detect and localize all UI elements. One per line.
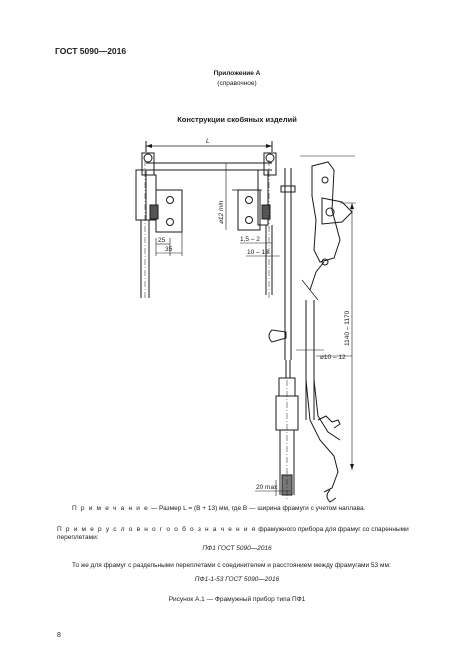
dimension-d12min: ⌀12 min xyxy=(218,163,227,230)
vertical-rod xyxy=(268,155,355,360)
dimension-35: 35 xyxy=(165,246,173,253)
dimension-d10-12: ⌀10 – 12 xyxy=(296,349,352,361)
dimension-d12min-label: ⌀12 min xyxy=(218,200,225,224)
designation-paired: ПФ1 ГОСТ 5090—2016 xyxy=(202,545,272,552)
dimension-25: 25 xyxy=(158,237,166,244)
appendix-subtitle: (справочное) xyxy=(217,80,257,87)
lower-latch-hook xyxy=(305,360,341,503)
designation-example: П р и м е р у с л о в н о г о о б о з н … xyxy=(57,526,432,542)
dimension-l: L xyxy=(145,138,273,152)
dimension-1140-1170: 1140 – 1170 xyxy=(344,203,354,470)
example-text: фрамужного прибора для фрамуг со спаренн… xyxy=(57,526,409,541)
middle-bracket: 1,5 – 2 10 – 13 xyxy=(237,152,280,300)
dimension-d10-12-label: ⌀10 – 12 xyxy=(320,354,346,361)
note-label: П р и м е ч а н и е xyxy=(72,505,149,512)
left-bracket: 25 35 xyxy=(135,152,183,300)
dimension-l-label: L xyxy=(206,138,210,145)
standard-header: ГОСТ 5090—2016 xyxy=(55,46,127,56)
dimension-10-13: 10 – 13 xyxy=(247,249,269,256)
designation-separate: ПФ1-1-53 ГОСТ 5090—2016 xyxy=(194,576,280,583)
example-label: П р и м е р у с л о в н о г о о б о з н … xyxy=(57,526,257,533)
note-text: — Размер L = (B + 13) мм, где B — ширина… xyxy=(148,505,366,512)
dimension-20max-label: 20 max xyxy=(256,484,278,491)
horizontal-rod xyxy=(146,162,272,191)
figure-note: П р и м е ч а н и е — Размер L = (B + 13… xyxy=(72,505,432,513)
figure-caption: Рисунок А.1 — Фрамужный прибор типа ПФ1 xyxy=(168,596,306,603)
page-number: 8 xyxy=(57,632,61,639)
dimension-1140-1170-label: 1140 – 1170 xyxy=(344,310,351,346)
dimension-1-5-2: 1,5 – 2 xyxy=(240,236,260,243)
dimension-20max: 20 max xyxy=(255,480,290,496)
lower-turnbuckle xyxy=(275,360,299,500)
appendix-title: Приложение А xyxy=(213,70,261,77)
section-title: Конструкции скобяных изделий xyxy=(177,115,297,124)
designation-separate-text: То же для фрамуг с раздельными переплета… xyxy=(72,562,391,569)
